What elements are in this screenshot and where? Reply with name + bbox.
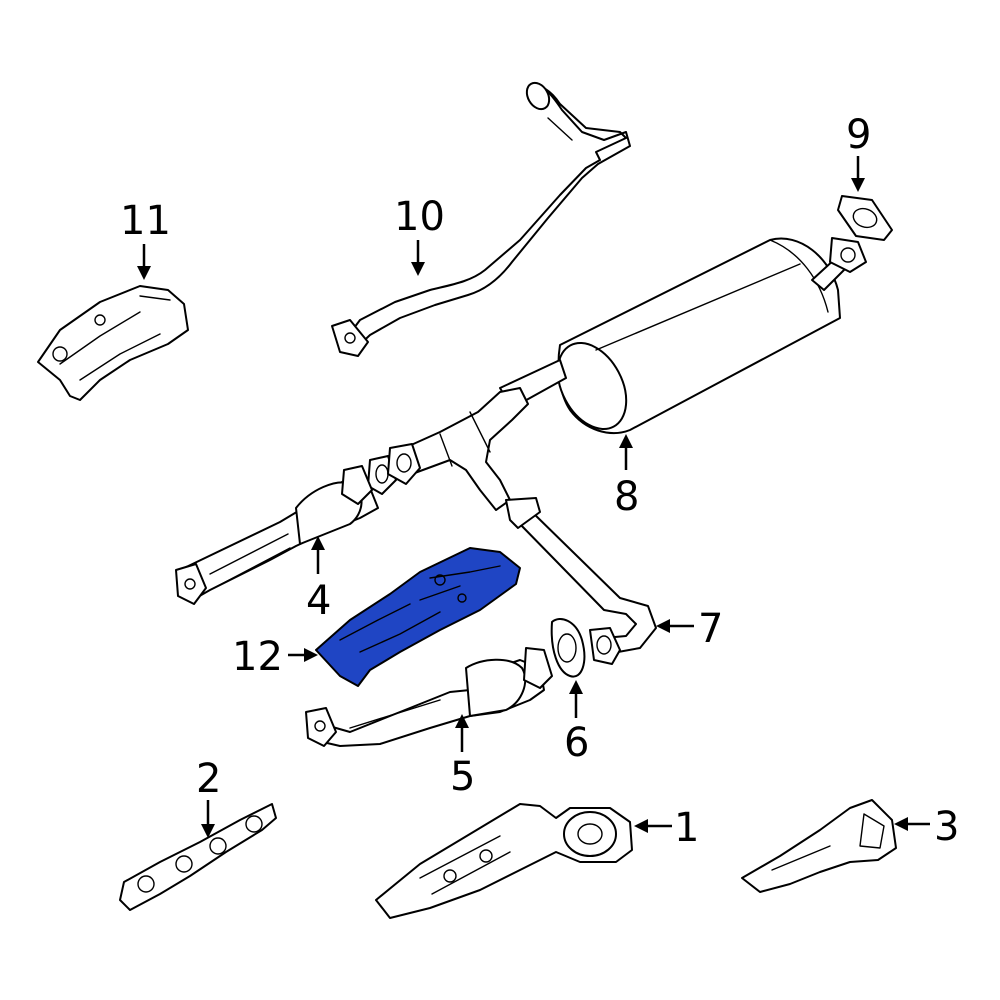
callout-3: 3 (934, 804, 959, 850)
part-9-muffler-gasket[interactable] (837, 195, 893, 241)
callout-10: 10 (394, 194, 445, 240)
callout-labels: 1 2 3 4 5 6 7 8 9 10 11 12 (120, 112, 959, 851)
callout-2: 2 (196, 756, 221, 802)
part-7-y-pipe[interactable] (399, 387, 657, 653)
front-flange-gaskets (367, 443, 421, 495)
part-2-manifold-gasket[interactable] (119, 803, 277, 911)
part-8-muffler[interactable] (499, 237, 867, 441)
part-12-lower-heat-shield[interactable] (315, 547, 521, 687)
part-1-exhaust-manifold[interactable] (375, 803, 633, 919)
part-11-upper-heat-shield[interactable] (37, 285, 189, 401)
part-6-flange-gasket[interactable] (550, 618, 621, 678)
part-10-tail-pipe[interactable] (331, 79, 631, 357)
callout-7: 7 (698, 606, 723, 652)
callout-11: 11 (120, 198, 171, 244)
part-5-catalytic-converter[interactable] (305, 647, 553, 747)
callout-arrows (137, 156, 930, 838)
callout-8: 8 (614, 474, 639, 520)
callout-6: 6 (564, 720, 589, 766)
callout-4: 4 (306, 578, 331, 624)
callout-1: 1 (674, 805, 699, 851)
callout-12: 12 (232, 634, 283, 680)
part-3-manifold-heat-shield[interactable] (741, 799, 897, 893)
callout-9: 9 (846, 112, 871, 158)
part-4-catalytic-converter[interactable] (175, 465, 379, 605)
callout-5: 5 (450, 754, 475, 800)
